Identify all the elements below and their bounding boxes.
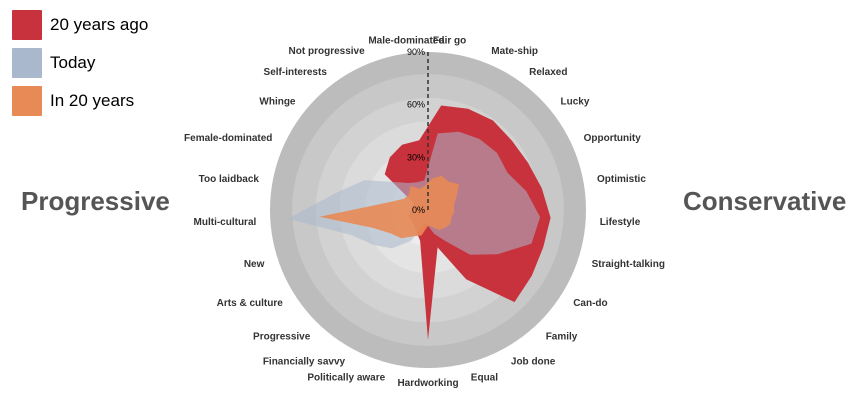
category-label: Multi-cultural bbox=[194, 217, 257, 228]
category-label: Straight-talking bbox=[592, 259, 665, 270]
legend: 20 years ago Today In 20 years bbox=[12, 6, 148, 120]
category-label: Politically aware bbox=[307, 373, 385, 384]
category-label: Female-dominated bbox=[184, 133, 272, 144]
radial-tick-label: 0% bbox=[412, 205, 425, 215]
legend-label: In 20 years bbox=[50, 91, 135, 110]
radial-axis: 0% 30% 60% 90% bbox=[407, 47, 429, 215]
category-label: Can-do bbox=[573, 298, 607, 309]
progressive-label: Progressive bbox=[21, 186, 170, 216]
conservative-label: Conservative bbox=[683, 186, 847, 216]
legend-item-today[interactable]: Today bbox=[12, 44, 148, 82]
category-label: Progressive bbox=[253, 331, 311, 342]
category-label: Optimistic bbox=[597, 174, 646, 185]
category-label: Financially savvy bbox=[263, 357, 346, 368]
category-label: Self-interests bbox=[264, 67, 328, 78]
radial-tick-label: 90% bbox=[407, 47, 425, 57]
category-label: Relaxed bbox=[529, 67, 567, 78]
radar-series bbox=[287, 105, 551, 340]
legend-label: 20 years ago bbox=[50, 15, 149, 34]
category-label: Arts & culture bbox=[217, 298, 284, 309]
category-label: New bbox=[244, 259, 265, 270]
legend-swatch-20-years-ago bbox=[12, 10, 42, 40]
category-label: Fair go bbox=[433, 35, 466, 46]
legend-label: Today bbox=[50, 53, 96, 72]
category-label: Mate-ship bbox=[491, 46, 538, 57]
legend-swatch-today bbox=[12, 48, 42, 78]
legend-item-20-years-ago[interactable]: 20 years ago bbox=[12, 6, 148, 44]
category-label: Too laidback bbox=[199, 174, 260, 185]
category-label: Whinge bbox=[259, 96, 296, 107]
series-area-3 bbox=[319, 175, 460, 239]
radial-tick-label: 60% bbox=[407, 100, 425, 110]
category-label: Family bbox=[546, 331, 578, 342]
category-label: Lifestyle bbox=[600, 217, 641, 228]
category-label: Hardworking bbox=[397, 378, 458, 389]
legend-item-in-20-years[interactable]: In 20 years bbox=[12, 82, 148, 120]
category-label: Equal bbox=[471, 373, 498, 384]
legend-swatch-in-20-years bbox=[12, 86, 42, 116]
category-label: Job done bbox=[511, 357, 556, 368]
category-label: Lucky bbox=[561, 96, 590, 107]
radial-tick-label: 30% bbox=[407, 152, 425, 162]
category-label: Male-dominated bbox=[368, 35, 444, 46]
category-labels: Fair go Mate-shipRelaxedLuckyOpportunityO… bbox=[184, 35, 665, 389]
category-label: Not progressive bbox=[289, 46, 366, 57]
category-label: Opportunity bbox=[584, 133, 642, 144]
